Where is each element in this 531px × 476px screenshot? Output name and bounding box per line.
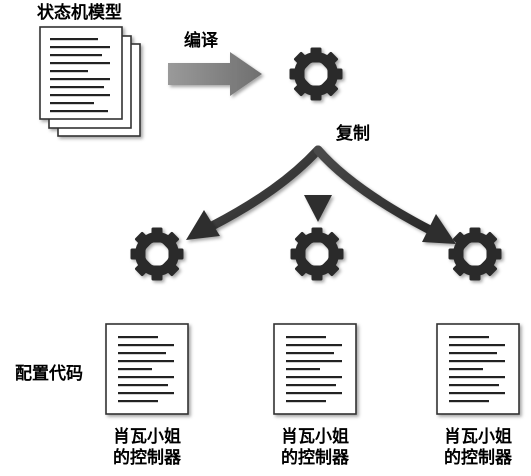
state-machine-model-label: 状态机模型 <box>37 3 122 23</box>
gear-icon <box>131 228 183 280</box>
document-icon <box>105 323 189 415</box>
controller-suffix: 的控制器 <box>281 448 349 468</box>
gear-icon <box>290 48 342 100</box>
config-code-label: 配置代码 <box>15 364 83 384</box>
controller-suffix: 的控制器 <box>444 448 512 468</box>
copy-label: 复制 <box>336 124 370 144</box>
controller-name: 肖瓦小姐 <box>113 427 181 447</box>
document-icon <box>436 323 520 415</box>
controller-name: 肖瓦小姐 <box>444 427 512 447</box>
controller-label-right: 肖瓦小姐 的控制器 <box>430 427 526 469</box>
copy-branch-arrows <box>207 113 435 235</box>
document-icon <box>273 323 357 415</box>
arrowhead-left <box>186 210 220 240</box>
gear-icon <box>449 228 501 280</box>
arrowhead-middle <box>304 195 332 222</box>
document-stack-icon <box>39 26 141 137</box>
compile-label: 编译 <box>184 31 218 51</box>
copy-arrow-left <box>207 145 323 231</box>
controller-label-left: 肖瓦小姐 的控制器 <box>99 427 195 469</box>
controller-suffix: 的控制器 <box>113 448 181 468</box>
compile-arrow <box>168 52 262 96</box>
controller-label-middle: 肖瓦小姐 的控制器 <box>267 427 363 469</box>
copy-arrow-right <box>313 145 435 235</box>
arrowhead-right <box>422 214 456 244</box>
gear-icon <box>291 228 343 280</box>
controller-name: 肖瓦小姐 <box>281 427 349 447</box>
